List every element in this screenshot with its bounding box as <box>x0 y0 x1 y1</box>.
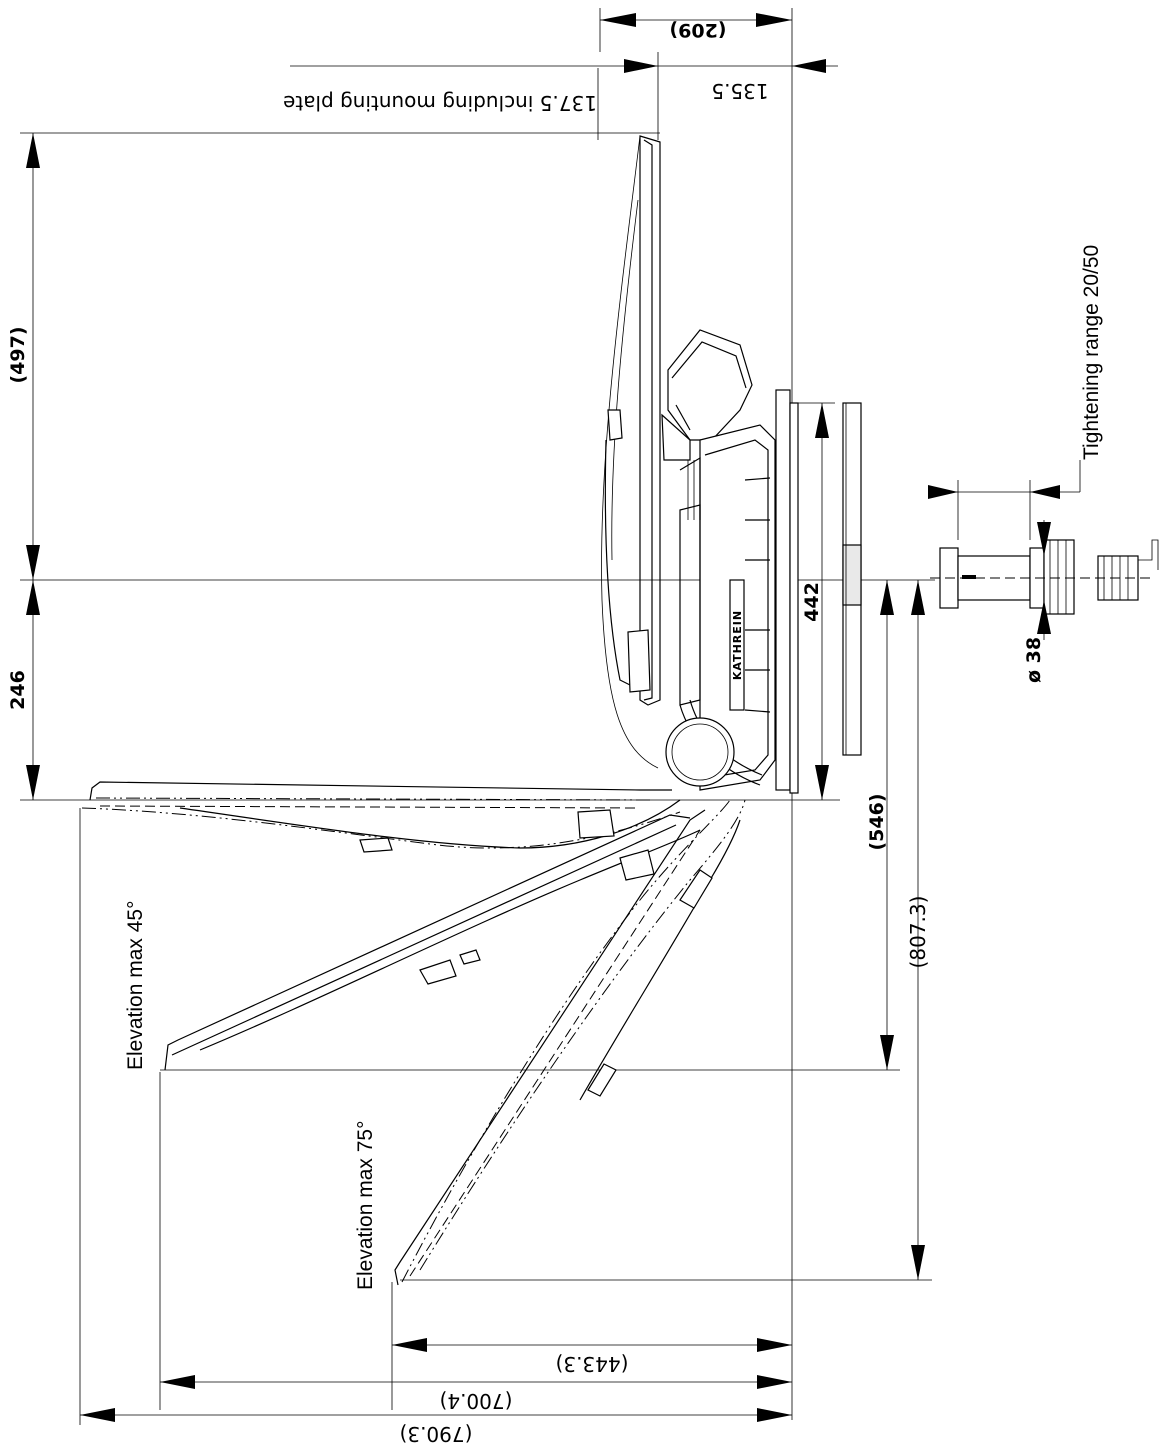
mount-body: KATHREIN <box>665 424 776 791</box>
left-height-dimensions: (497) 246 <box>7 132 935 801</box>
brand-logo: KATHREIN <box>731 610 744 680</box>
dish-position-45deg <box>164 814 701 1071</box>
dim-790-3: (790.3) <box>400 1422 473 1446</box>
dim-497: (497) <box>7 326 29 383</box>
dim-546: (546) <box>866 793 888 850</box>
dim-807-3: (807.3) <box>906 896 930 969</box>
dish-position-0deg <box>81 781 681 853</box>
lnb-head <box>661 329 753 461</box>
top-dimension-209: (209) <box>599 8 793 1420</box>
bolt-detail: ø 38 <box>928 460 1159 683</box>
dim-443-3: (443.3) <box>556 1352 629 1376</box>
top-dimension-135-5: 135.5 137.5 including mounting plate <box>283 52 838 140</box>
elevation-75-label: Elevation max 75° <box>354 1121 377 1291</box>
bottom-width-dimensions: (443.3) (700.4) (790.3) <box>79 808 792 1446</box>
dim-700-4: (700.4) <box>440 1389 513 1413</box>
tightening-range-label: Tightening range 20/50 <box>1080 245 1103 460</box>
dim-209: (209) <box>669 19 726 41</box>
dish-reflector <box>601 135 661 769</box>
dish-position-75deg <box>394 799 746 1286</box>
depth-dimensions: (546) (807.3) <box>160 580 932 1281</box>
elevation-45-label: Elevation max 45° <box>124 901 147 1071</box>
plate-note: 137.5 including mounting plate <box>283 91 597 115</box>
dim-diameter-38: ø 38 <box>1023 637 1045 683</box>
dim-135-5: 135.5 <box>711 79 768 103</box>
dim-442: 442 <box>801 582 823 622</box>
wall-plate <box>775 389 862 794</box>
dim-246: 246 <box>7 670 29 710</box>
plate-dimension-442: 442 <box>790 402 835 800</box>
